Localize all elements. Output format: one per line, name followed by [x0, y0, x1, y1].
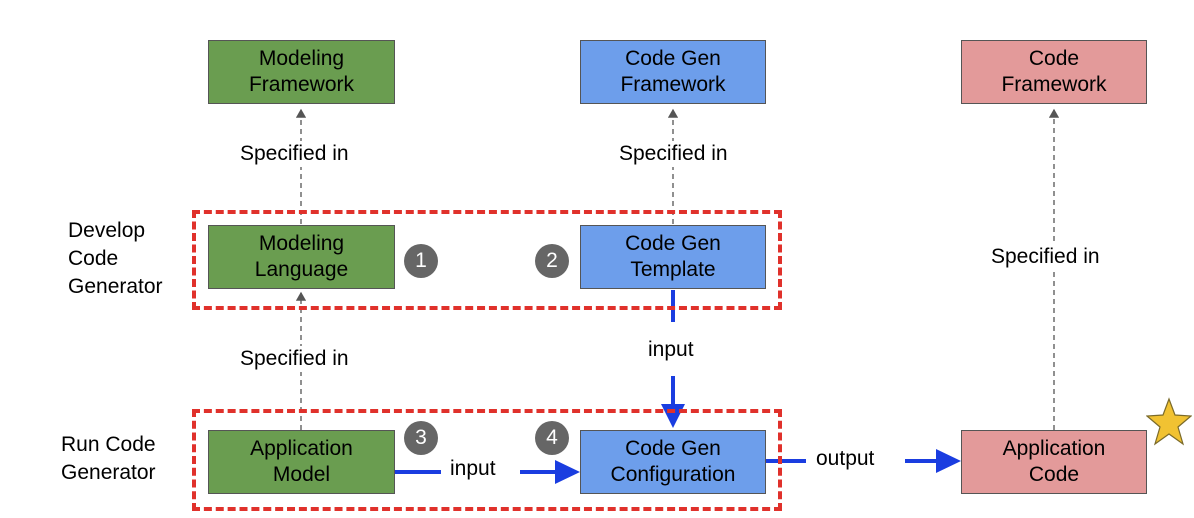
- input-label-2: input: [450, 456, 496, 482]
- specified-in-label-4: Specified in: [991, 244, 1100, 270]
- step-badge-4: 4: [535, 421, 569, 455]
- step-badge-3: 3: [404, 421, 438, 455]
- flow-arrowhead-right-2: [936, 449, 961, 473]
- step-badge-2: 2: [535, 244, 569, 278]
- develop-region: [192, 210, 782, 310]
- flow-arrowhead-right-1: [555, 460, 580, 484]
- star-icon: [1146, 397, 1192, 446]
- modeling-language-box: Modeling Language: [208, 225, 395, 289]
- application-model-box: Application Model: [208, 430, 395, 494]
- run-row-label: Run Code Generator: [61, 433, 156, 484]
- specified-in-label-1: Specified in: [240, 141, 349, 167]
- codegen-configuration-box: Code Gen Configuration: [580, 430, 766, 494]
- output-label: output: [816, 446, 875, 472]
- modeling-framework-box: Modeling Framework: [208, 40, 395, 104]
- code-framework-box: Code Framework: [961, 40, 1147, 104]
- codegen-framework-box: Code Gen Framework: [580, 40, 766, 104]
- run-region: [192, 409, 782, 511]
- specified-in-label-2: Specified in: [619, 141, 728, 167]
- develop-row-label: Develop Code Generator: [68, 219, 163, 298]
- input-label-1: input: [648, 337, 694, 363]
- step-badge-1: 1: [404, 244, 438, 278]
- application-code-box: Application Code: [961, 430, 1147, 494]
- specified-in-label-3: Specified in: [240, 346, 349, 372]
- codegen-template-box: Code Gen Template: [580, 225, 766, 289]
